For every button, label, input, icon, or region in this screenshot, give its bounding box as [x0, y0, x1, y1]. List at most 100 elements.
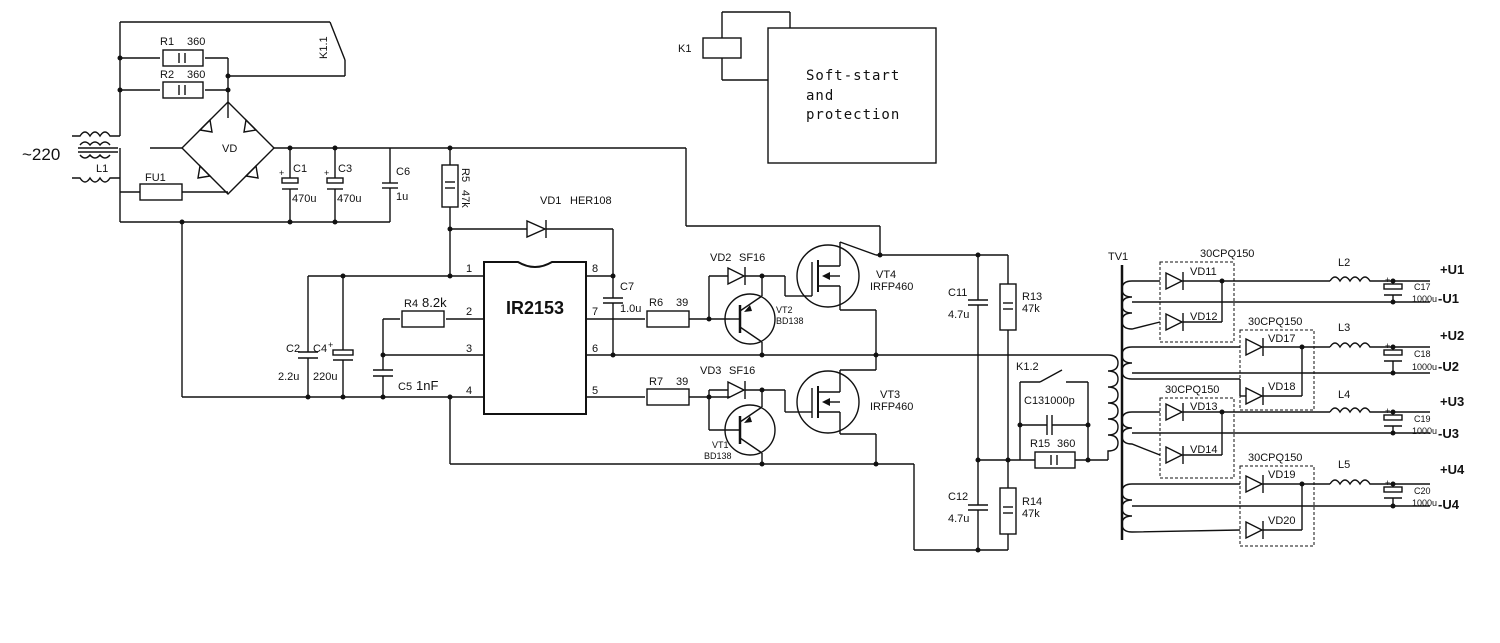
svg-text:-U4: -U4 [1438, 497, 1460, 512]
diode-VD1: VD1 HER108 [450, 195, 614, 276]
svg-text:47k: 47k [1022, 508, 1040, 520]
svg-text:VT4: VT4 [876, 269, 896, 281]
resistor-R7: R7 39 [646, 376, 690, 406]
svg-text:+: + [1385, 478, 1390, 488]
svg-text:470u: 470u [292, 193, 316, 205]
svg-text:C11: C11 [948, 287, 967, 299]
svg-text:VD17: VD17 [1268, 333, 1296, 345]
svg-text:+U4: +U4 [1440, 462, 1465, 477]
svg-text:30CPQ150: 30CPQ150 [1248, 452, 1302, 464]
svg-text:2.2u: 2.2u [278, 371, 299, 383]
svg-text:R14: R14 [1022, 496, 1042, 508]
L1-label: L1 [96, 163, 108, 175]
svg-text:C6: C6 [396, 166, 410, 178]
resistor-R5: R5 47k [441, 148, 471, 276]
svg-text:+: + [324, 168, 329, 178]
R1-value: 360 [187, 36, 205, 48]
svg-text:BD138: BD138 [776, 316, 804, 326]
svg-text:+U2: +U2 [1440, 328, 1464, 343]
pin-8: 8 [592, 263, 598, 275]
svg-text:R15: R15 [1030, 438, 1050, 450]
svg-text:HER108: HER108 [570, 195, 612, 207]
capacitor-C5: C5 1nF [373, 355, 438, 397]
pin-7: 7 [592, 306, 598, 318]
svg-text:C7: C7 [620, 281, 634, 293]
svg-text:VD1: VD1 [540, 195, 561, 207]
transistor-VT2: VT2 BD138 [724, 293, 804, 345]
mains-label: ~220 [22, 145, 60, 164]
svg-text:+: + [1385, 341, 1390, 351]
svg-text:C18: C18 [1414, 349, 1431, 359]
resistor-R1 [162, 49, 204, 67]
svg-text:R13: R13 [1022, 291, 1042, 303]
svg-text:VD20: VD20 [1268, 515, 1296, 527]
svg-text:47k: 47k [1022, 303, 1040, 315]
resistor-R4: R4 8.2k [401, 295, 447, 328]
svg-text:8.2k: 8.2k [422, 295, 447, 310]
capacitor-C12: C12 4.7u [948, 460, 988, 550]
svg-text:K1: K1 [678, 43, 691, 55]
svg-text:VT3: VT3 [880, 389, 900, 401]
svg-text:1nF: 1nF [416, 378, 438, 393]
mosfet-VT3: VT3 IRFP460 [796, 370, 913, 434]
svg-text:VD18: VD18 [1268, 381, 1296, 393]
protection-line2: and [806, 88, 834, 104]
K11-label: K1.1 [318, 36, 330, 59]
svg-text:1000u: 1000u [1412, 426, 1437, 436]
svg-text:1000u: 1000u [1412, 362, 1437, 372]
capacitor-C6: C6 1u [382, 148, 410, 222]
svg-text:IR2153: IR2153 [506, 298, 564, 318]
transformer-TV1: TV1 [1107, 251, 1128, 540]
protection-block: Soft-start and protection [767, 27, 937, 164]
svg-text:+: + [279, 168, 284, 178]
diode-VD2: VD2 SF16 [708, 252, 765, 319]
svg-text:R7: R7 [649, 376, 663, 388]
svg-text:IRFP460: IRFP460 [870, 401, 913, 413]
capacitor-C11: C11 4.7u [948, 287, 988, 460]
svg-text:1000u: 1000u [1412, 498, 1437, 508]
svg-text:VD12: VD12 [1190, 311, 1218, 323]
output-3: L4 + C19 1000u +U3 -U3 [1329, 389, 1464, 441]
svg-text:1.0u: 1.0u [620, 303, 641, 315]
svg-text:-U1: -U1 [1438, 291, 1459, 306]
svg-text:C17: C17 [1414, 282, 1431, 292]
fuse-FU1 [139, 183, 183, 201]
pin-3: 3 [466, 343, 472, 355]
capacitor-C1: + C1 470u [279, 148, 316, 222]
protection-line3: protection [806, 107, 900, 123]
svg-text:C4: C4 [313, 343, 327, 355]
svg-text:39: 39 [676, 376, 688, 388]
capacitor-C4: C4 + 220u [313, 276, 354, 397]
capacitor-C2: C2 2.2u [278, 276, 318, 397]
svg-text:SF16: SF16 [729, 365, 755, 377]
diode-group-1: 30CPQ150 VD11 VD12 [1159, 248, 1254, 343]
svg-text:4.7u: 4.7u [948, 513, 969, 525]
svg-text:VD2: VD2 [710, 252, 731, 264]
K12-label: K1.2 [1016, 361, 1039, 373]
svg-text:TV1: TV1 [1108, 251, 1128, 263]
resistor-R2 [162, 81, 204, 99]
output-2: L3 + C18 1000u +U2 -U2 [1329, 322, 1464, 376]
svg-text:470u: 470u [337, 193, 361, 205]
resistor-R13: R13 47k [999, 255, 1042, 460]
pin-1: 1 [466, 263, 472, 275]
transistor-VT1: VT1 BD138 [704, 404, 776, 461]
resistor-R6: R6 39 [646, 297, 690, 328]
R1-label: R1 [160, 36, 174, 48]
svg-text:VD3: VD3 [700, 365, 721, 377]
svg-text:BD138: BD138 [704, 451, 732, 461]
svg-text:220u: 220u [313, 371, 337, 383]
diode-group-2: 30CPQ150 VD17 VD18 [1239, 316, 1315, 411]
svg-text:4.7u: 4.7u [948, 309, 969, 321]
svg-text:+: + [328, 340, 333, 350]
bridge-rectifier-VD: VD [181, 101, 275, 195]
svg-text:360: 360 [1057, 438, 1075, 450]
pin-4: 4 [466, 385, 472, 397]
FU1-label: FU1 [145, 172, 166, 184]
pin-5: 5 [592, 385, 598, 397]
svg-text:VT1: VT1 [712, 440, 729, 450]
R2-label: R2 [160, 69, 174, 81]
svg-text:39: 39 [676, 297, 688, 309]
inductor-L1: L1 [72, 131, 120, 183]
